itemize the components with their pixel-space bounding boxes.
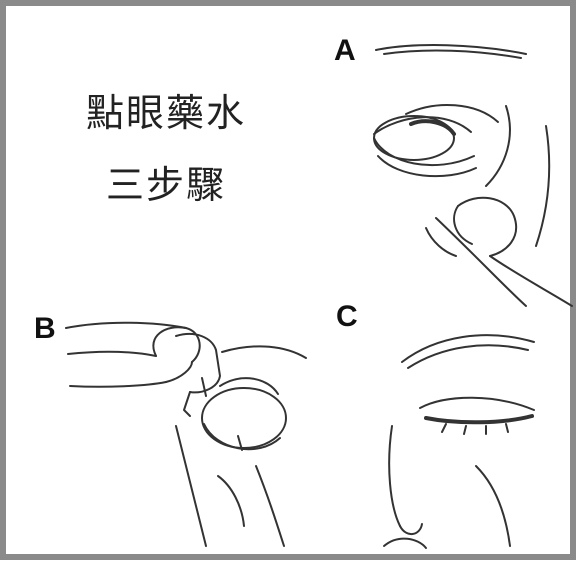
step-c-cheek	[476, 466, 510, 546]
step-c-eyebrow	[402, 335, 534, 368]
step-c-closed-eye	[420, 398, 534, 434]
step-c-illustration	[6, 6, 576, 566]
step-c-nose	[384, 426, 426, 548]
